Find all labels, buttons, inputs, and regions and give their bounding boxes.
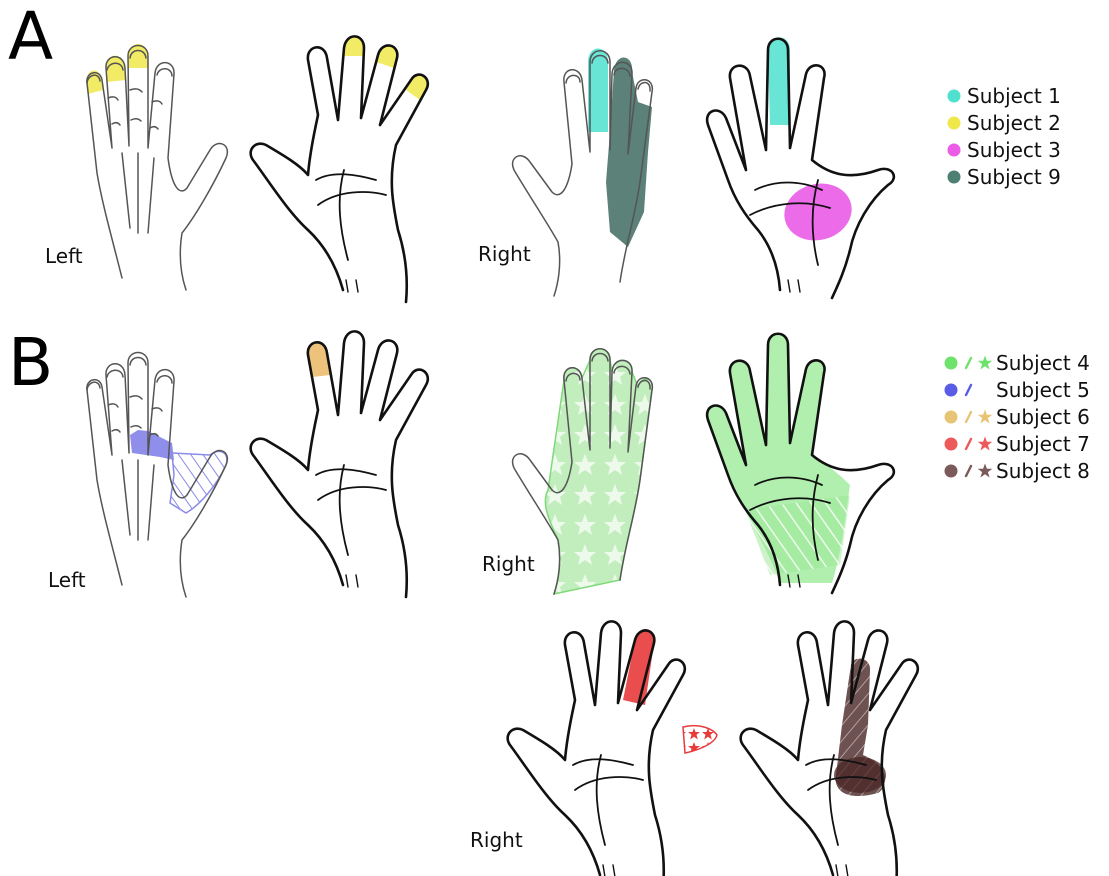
b-right-label: Right: [482, 552, 535, 576]
a-right-palm-hand: [707, 37, 894, 298]
a-left-label: Left: [45, 244, 83, 268]
legend-dot-icon: [946, 141, 964, 159]
legend-swatches: [946, 168, 964, 186]
legend-dot-icon: [943, 462, 961, 480]
legend-swatches: [946, 114, 964, 132]
subject4-palm-area: [707, 334, 850, 583]
legend-swatches: [943, 354, 993, 372]
legend-dot-icon: [943, 408, 961, 426]
subject7-finger-and-thumb: [623, 629, 717, 753]
legend-item: Subject 8: [943, 457, 1090, 484]
legend-label: Subject 9: [967, 165, 1061, 189]
legend-swatches: [943, 381, 993, 399]
legend-label: Subject 8: [996, 459, 1090, 483]
a-left-palm-hand: [251, 36, 428, 302]
b-bottom-palm-hand-7: [508, 621, 717, 876]
legend-item: Subject 3: [946, 136, 1061, 163]
legend-dot-icon: [946, 114, 964, 132]
legend-dot-icon: [943, 354, 961, 372]
legend-star-icon: [977, 408, 993, 426]
legend-dot-icon: [946, 168, 964, 186]
legend-dot-icon: [943, 435, 961, 453]
legend-hatch-icon: [961, 354, 977, 372]
b-right-palm-hand: [707, 334, 894, 593]
legend-star-icon: [977, 435, 993, 453]
subject1-back-finger: [588, 49, 608, 133]
legend-swatches: [943, 408, 993, 426]
legend-star-icon: [977, 462, 993, 480]
legend-hatch-icon: [961, 462, 977, 480]
subject5-back-area: [130, 430, 227, 513]
legend-item: Subject 6: [943, 403, 1090, 430]
legend-dot-icon: [946, 87, 964, 105]
subject1-palm-finger: [768, 37, 790, 125]
a-right-back-hand: [513, 49, 653, 297]
legend-star-icon: [977, 354, 993, 372]
legend-hatch-icon: [961, 408, 977, 426]
legend-dot-icon: [943, 381, 961, 399]
legend-label: Subject 3: [967, 138, 1061, 162]
legend-swatches: [943, 435, 993, 453]
b-left-palm-hand: [251, 331, 428, 597]
legend-label: Subject 7: [996, 432, 1090, 456]
legend-swatches: [946, 87, 964, 105]
legend-spacer: [977, 381, 993, 399]
legend-label: Subject 4: [996, 351, 1090, 375]
legend-item: Subject 4: [943, 349, 1090, 376]
a-left-back-hand: [87, 44, 228, 290]
b-bottom-palm-hand-8: [741, 621, 918, 876]
subject9-back-area: [606, 57, 652, 247]
legend-a: Subject 1 Subject 2 Subject 3 Subject 9: [946, 82, 1061, 190]
legend-label: Subject 6: [996, 405, 1090, 429]
legend-item: Subject 7: [943, 430, 1090, 457]
legend-item: Subject 9: [946, 163, 1061, 190]
legend-b: Subject 4 Subject 5 Subject 6 Subject 7 Subj…: [943, 349, 1090, 484]
b-left-back-hand: [87, 353, 228, 598]
legend-item: Subject 1: [946, 82, 1061, 109]
subject3-palm-area: [778, 176, 858, 248]
b-bottom-right-label: Right: [470, 828, 523, 852]
legend-swatches: [943, 462, 993, 480]
legend-label: Subject 2: [967, 111, 1061, 135]
legend-item: Subject 2: [946, 109, 1061, 136]
legend-swatches: [946, 141, 964, 159]
a-right-label: Right: [478, 242, 531, 266]
legend-hatch-icon: [961, 435, 977, 453]
legend-hatch-icon: [961, 381, 977, 399]
subject2-fingertips-back: [87, 44, 148, 94]
b-left-label: Left: [48, 568, 86, 592]
legend-label: Subject 1: [967, 84, 1061, 108]
legend-item: Subject 5: [943, 376, 1090, 403]
legend-label: Subject 5: [996, 378, 1090, 402]
